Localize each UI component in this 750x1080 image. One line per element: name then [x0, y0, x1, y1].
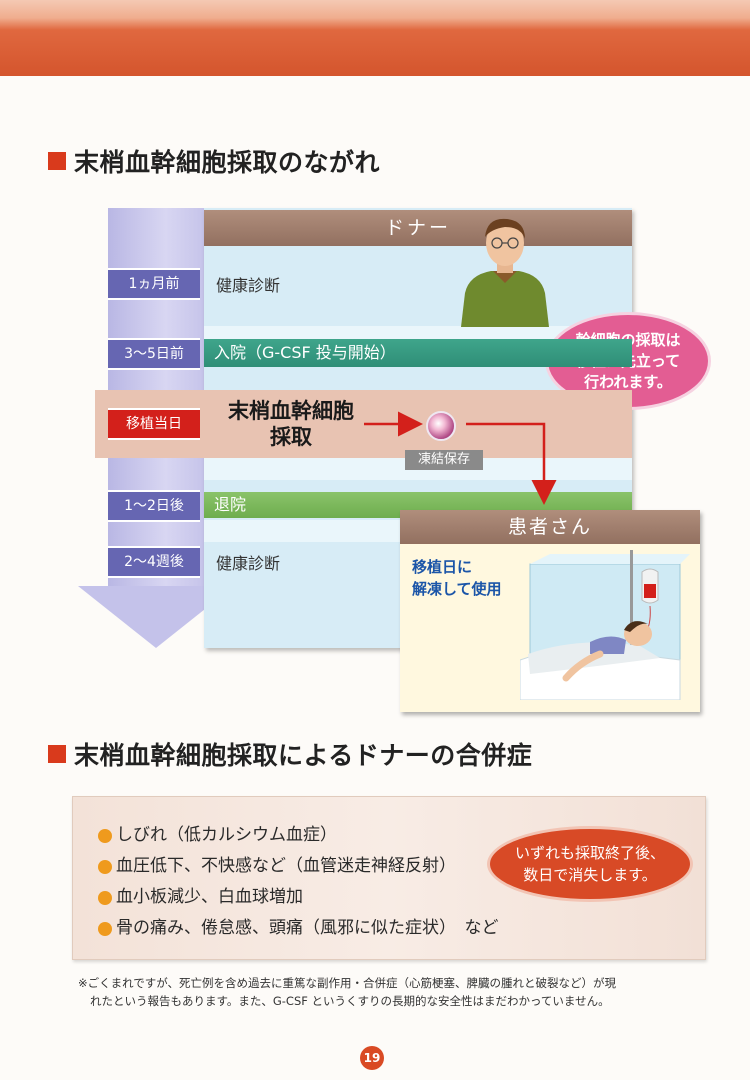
bullet-dot-icon — [98, 859, 112, 874]
list-item: しびれ（低カルシウム血症） — [98, 820, 499, 851]
bullet-dot-icon — [98, 890, 112, 905]
bubble-line: 行われます。 — [584, 372, 672, 391]
list-item: 骨の痛み、倦怠感、頭痛（風邪に似た症状） など — [98, 913, 499, 944]
frozen-storage-label: 凍結保存 — [405, 450, 483, 470]
section-title-flow: 末梢血幹細胞採取のながれ — [48, 143, 380, 179]
timeline-label-highlight: 移植当日 — [108, 408, 200, 440]
section-title-text: 末梢血幹細胞採取によるドナーの合併症 — [74, 741, 533, 770]
section-title-text: 末梢血幹細胞採取のながれ — [74, 148, 381, 177]
bullet-dot-icon — [98, 921, 112, 936]
footnote-line: れたという報告もあります。また、G-CSF というくすりの長期的な安全性はまだわ… — [90, 994, 610, 1008]
bullet-dot-icon — [98, 828, 112, 843]
note-bubble-recovery: いずれも採取終了後、 数日で消失します。 — [487, 826, 693, 902]
collection-line: 採取 — [270, 425, 312, 449]
footnote-line: ※ごくまれですが、死亡例を含め過去に重篤な副作用・合併症（心筋梗塞、脾臓の腫れと… — [78, 976, 617, 990]
bubble-line: 数日で消失します。 — [523, 866, 657, 884]
bubble-line: いずれも採取終了後、 — [514, 844, 665, 862]
footnote: ※ごくまれですが、死亡例を含め過去に重篤な副作用・合併症（心筋梗塞、脾臓の腫れと… — [78, 974, 698, 1010]
arrow-to-patient — [466, 422, 557, 505]
timeline-text: 健康診断 — [216, 276, 281, 295]
page-number: 19 — [360, 1046, 384, 1070]
complications-list: しびれ（低カルシウム血症） 血圧低下、不快感など（血管迷走神経反射） 血小板減少… — [98, 820, 499, 944]
list-item-text: 血小板減少、白血球増加 — [116, 887, 303, 907]
header-band — [0, 0, 750, 76]
section-title-complications: 末梢血幹細胞採取によるドナーの合併症 — [48, 736, 532, 772]
list-item-text: 骨の痛み、倦怠感、頭痛（風邪に似た症状） など — [116, 918, 499, 938]
donor-person-icon — [461, 218, 549, 327]
list-item: 血圧低下、不快感など（血管迷走神経反射） — [98, 851, 499, 882]
patient-line: 移植日に — [412, 558, 473, 576]
list-item-text: しびれ（低カルシウム血症） — [116, 825, 337, 845]
timeline-label: 1ヵ月前 — [108, 268, 200, 300]
timeline-label: 2～4週後 — [108, 546, 200, 578]
patient-header: 患者さん — [400, 510, 700, 544]
square-bullet-icon — [48, 152, 66, 170]
timeline-label: 1～2日後 — [108, 490, 200, 522]
square-bullet-icon — [48, 745, 66, 763]
collection-line: 末梢血幹細胞 — [228, 399, 354, 423]
list-item-text: 血圧低下、不快感など（血管迷走神経反射） — [116, 856, 456, 876]
collection-text: 末梢血幹細胞 採取 — [216, 398, 366, 450]
donor-header: ドナー — [204, 210, 632, 246]
list-item: 血小板減少、白血球増加 — [98, 882, 499, 913]
timeline-text: 健康診断 — [216, 554, 281, 573]
admission-bar: 入院（G-CSF 投与開始） — [204, 339, 632, 367]
patient-text: 移植日に 解凍して使用 — [412, 556, 502, 600]
patient-in-bed-icon — [520, 550, 690, 700]
stem-cell-icon — [426, 411, 456, 441]
patient-line: 解凍して使用 — [412, 580, 502, 598]
timeline-label: 3～5日前 — [108, 338, 200, 370]
